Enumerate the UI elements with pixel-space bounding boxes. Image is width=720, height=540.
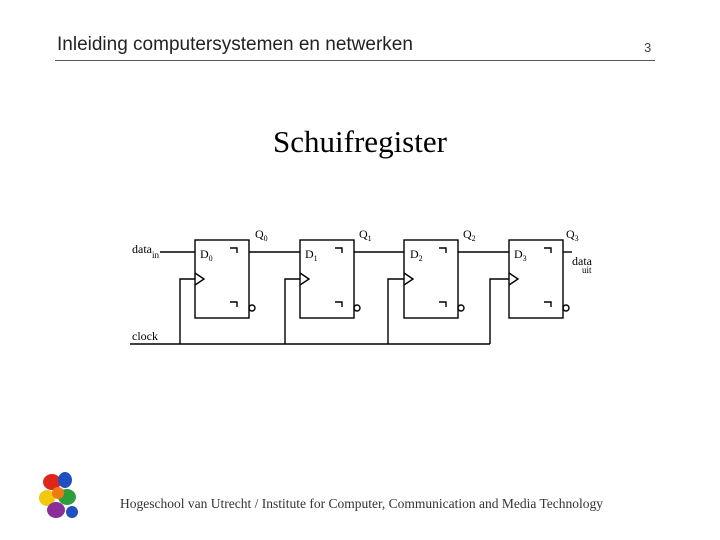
- header-divider: [55, 60, 655, 61]
- corner-mark-3a: [544, 247, 552, 253]
- clock-feed-3: [489, 278, 509, 344]
- data-out-sub-label: uit: [582, 265, 592, 275]
- clock-input-3: [508, 272, 520, 286]
- clock-feed-0: [179, 278, 195, 344]
- q3-label: Q3: [566, 227, 579, 243]
- data-out-label: data: [572, 254, 593, 268]
- q1-label: Q1: [359, 227, 372, 243]
- corner-mark-1b: [335, 301, 343, 307]
- d2-label: D2: [410, 247, 423, 263]
- logo-orange-blob: [52, 487, 64, 499]
- page-number: 3: [644, 40, 652, 55]
- slide-title: Schuifregister: [273, 124, 447, 159]
- corner-mark-1a: [335, 247, 343, 253]
- clock-label: clock: [132, 329, 158, 343]
- qbar-bubble-2: [457, 304, 465, 312]
- qbar-bubble-0: [248, 304, 256, 312]
- d3-label: D3: [514, 247, 527, 263]
- clock-feed-2: [387, 278, 404, 344]
- logo-blue-blob-2: [66, 506, 78, 518]
- clock-input-0: [194, 272, 206, 286]
- hogeschool-logo: [39, 472, 78, 518]
- data-in-label: datain: [132, 242, 160, 260]
- clock-feed-1: [284, 278, 300, 344]
- q2-label: Q2: [463, 227, 476, 243]
- logo-purple-blob: [47, 502, 65, 518]
- corner-mark-0a: [230, 247, 238, 253]
- footer-text: Hogeschool van Utrecht / Institute for C…: [120, 496, 604, 511]
- corner-mark-0b: [230, 301, 238, 307]
- clock-input-1: [299, 272, 311, 286]
- qbar-bubble-1: [353, 304, 361, 312]
- header-title: Inleiding computersystemen en netwerken: [57, 34, 413, 55]
- corner-mark-2a: [439, 247, 447, 253]
- logo-blue-blob: [58, 472, 72, 488]
- d1-label: D1: [305, 247, 318, 263]
- corner-mark-2b: [439, 301, 447, 307]
- logo-red-blob: [43, 474, 61, 490]
- corner-mark-3b: [544, 301, 552, 307]
- clock-input-2: [403, 272, 415, 286]
- q0-label: Q0: [255, 227, 268, 243]
- d0-label: D0: [200, 247, 213, 263]
- logo-yellow-blob: [39, 490, 55, 506]
- qbar-bubble-3: [562, 304, 570, 312]
